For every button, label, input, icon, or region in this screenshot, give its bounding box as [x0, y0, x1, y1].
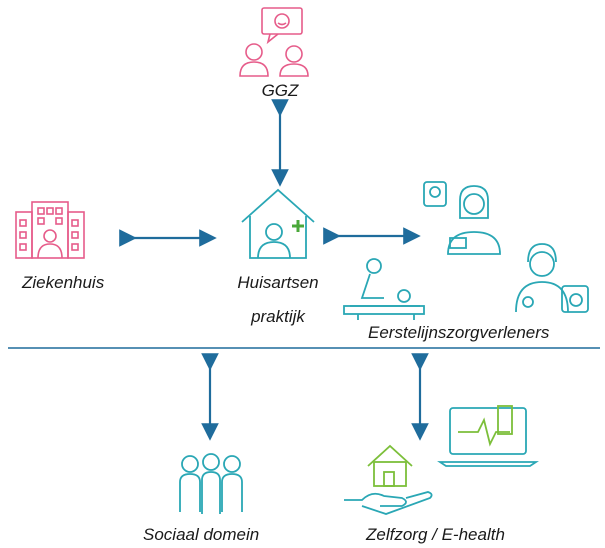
group-people-icon — [179, 453, 243, 514]
hand-house-icon — [344, 444, 433, 515]
hospital-icon — [15, 201, 85, 259]
ziekenhuis-label: Ziekenhuis — [22, 273, 105, 292]
scale-nurse-icon — [423, 181, 501, 255]
zelfzorg-label: Zelfzorg / E-health — [366, 525, 505, 544]
laptop-monitor-icon — [437, 405, 539, 467]
physio-icon — [343, 258, 425, 320]
pharmacist-icon — [515, 243, 589, 313]
huisarts-label-line2: praktijk — [251, 307, 305, 326]
house-doctor-icon — [241, 188, 315, 259]
ggz-label: GGZ — [261, 81, 299, 100]
people-chat-icon — [239, 7, 309, 77]
huisarts-label-line1: Huisartsen — [237, 273, 319, 292]
sociaal-label: Sociaal domein — [143, 525, 260, 544]
eerstelijn-label: Eerstelijnszorgverleners — [368, 323, 550, 342]
